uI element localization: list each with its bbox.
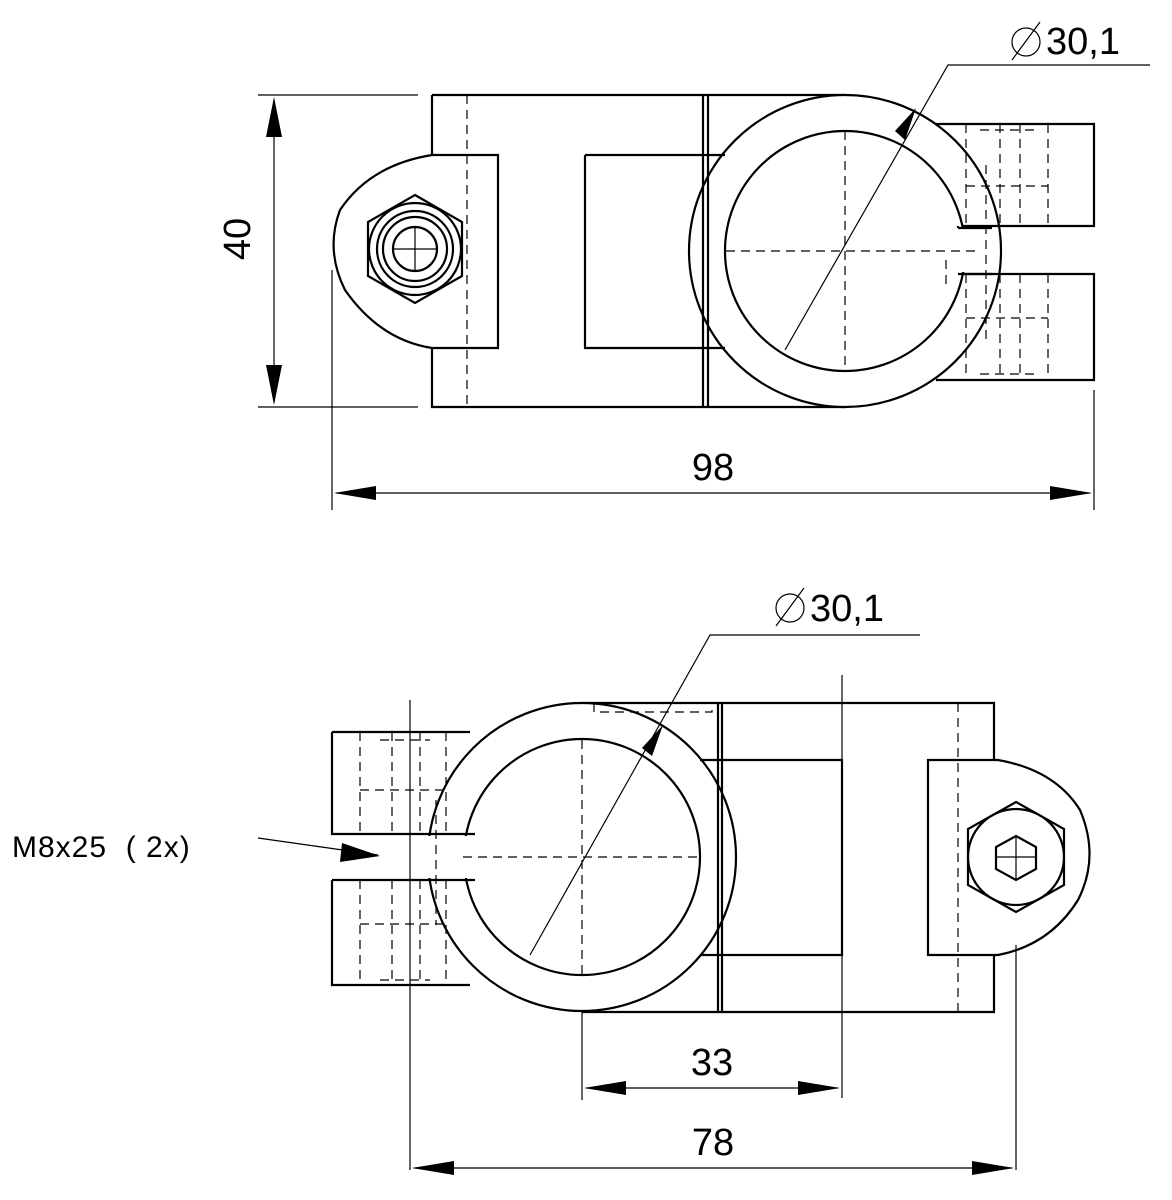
outer-width-label: 78: [692, 1122, 734, 1164]
inner-width-label: 33: [691, 1042, 733, 1084]
top-diameter-icon: [1011, 21, 1041, 61]
bolt-callout-label: M8x25 ( 2x): [12, 831, 191, 864]
top-view: 30,1 40 98: [217, 21, 1150, 510]
bottom-diameter-icon: [775, 587, 805, 627]
top-recess: [583, 153, 725, 350]
top-height-label: 40: [217, 218, 259, 260]
top-diameter-label: 30,1: [1046, 21, 1120, 63]
top-width-label: 98: [692, 447, 734, 489]
top-clamp-ears: [936, 122, 1096, 382]
bottom-clamp-ears: [330, 730, 472, 987]
bottom-recess: [700, 703, 844, 1012]
bottom-diameter-label: 30,1: [810, 588, 884, 630]
bottom-view: 30,1 M8x25 ( 2x) 33 78: [12, 587, 1091, 1175]
